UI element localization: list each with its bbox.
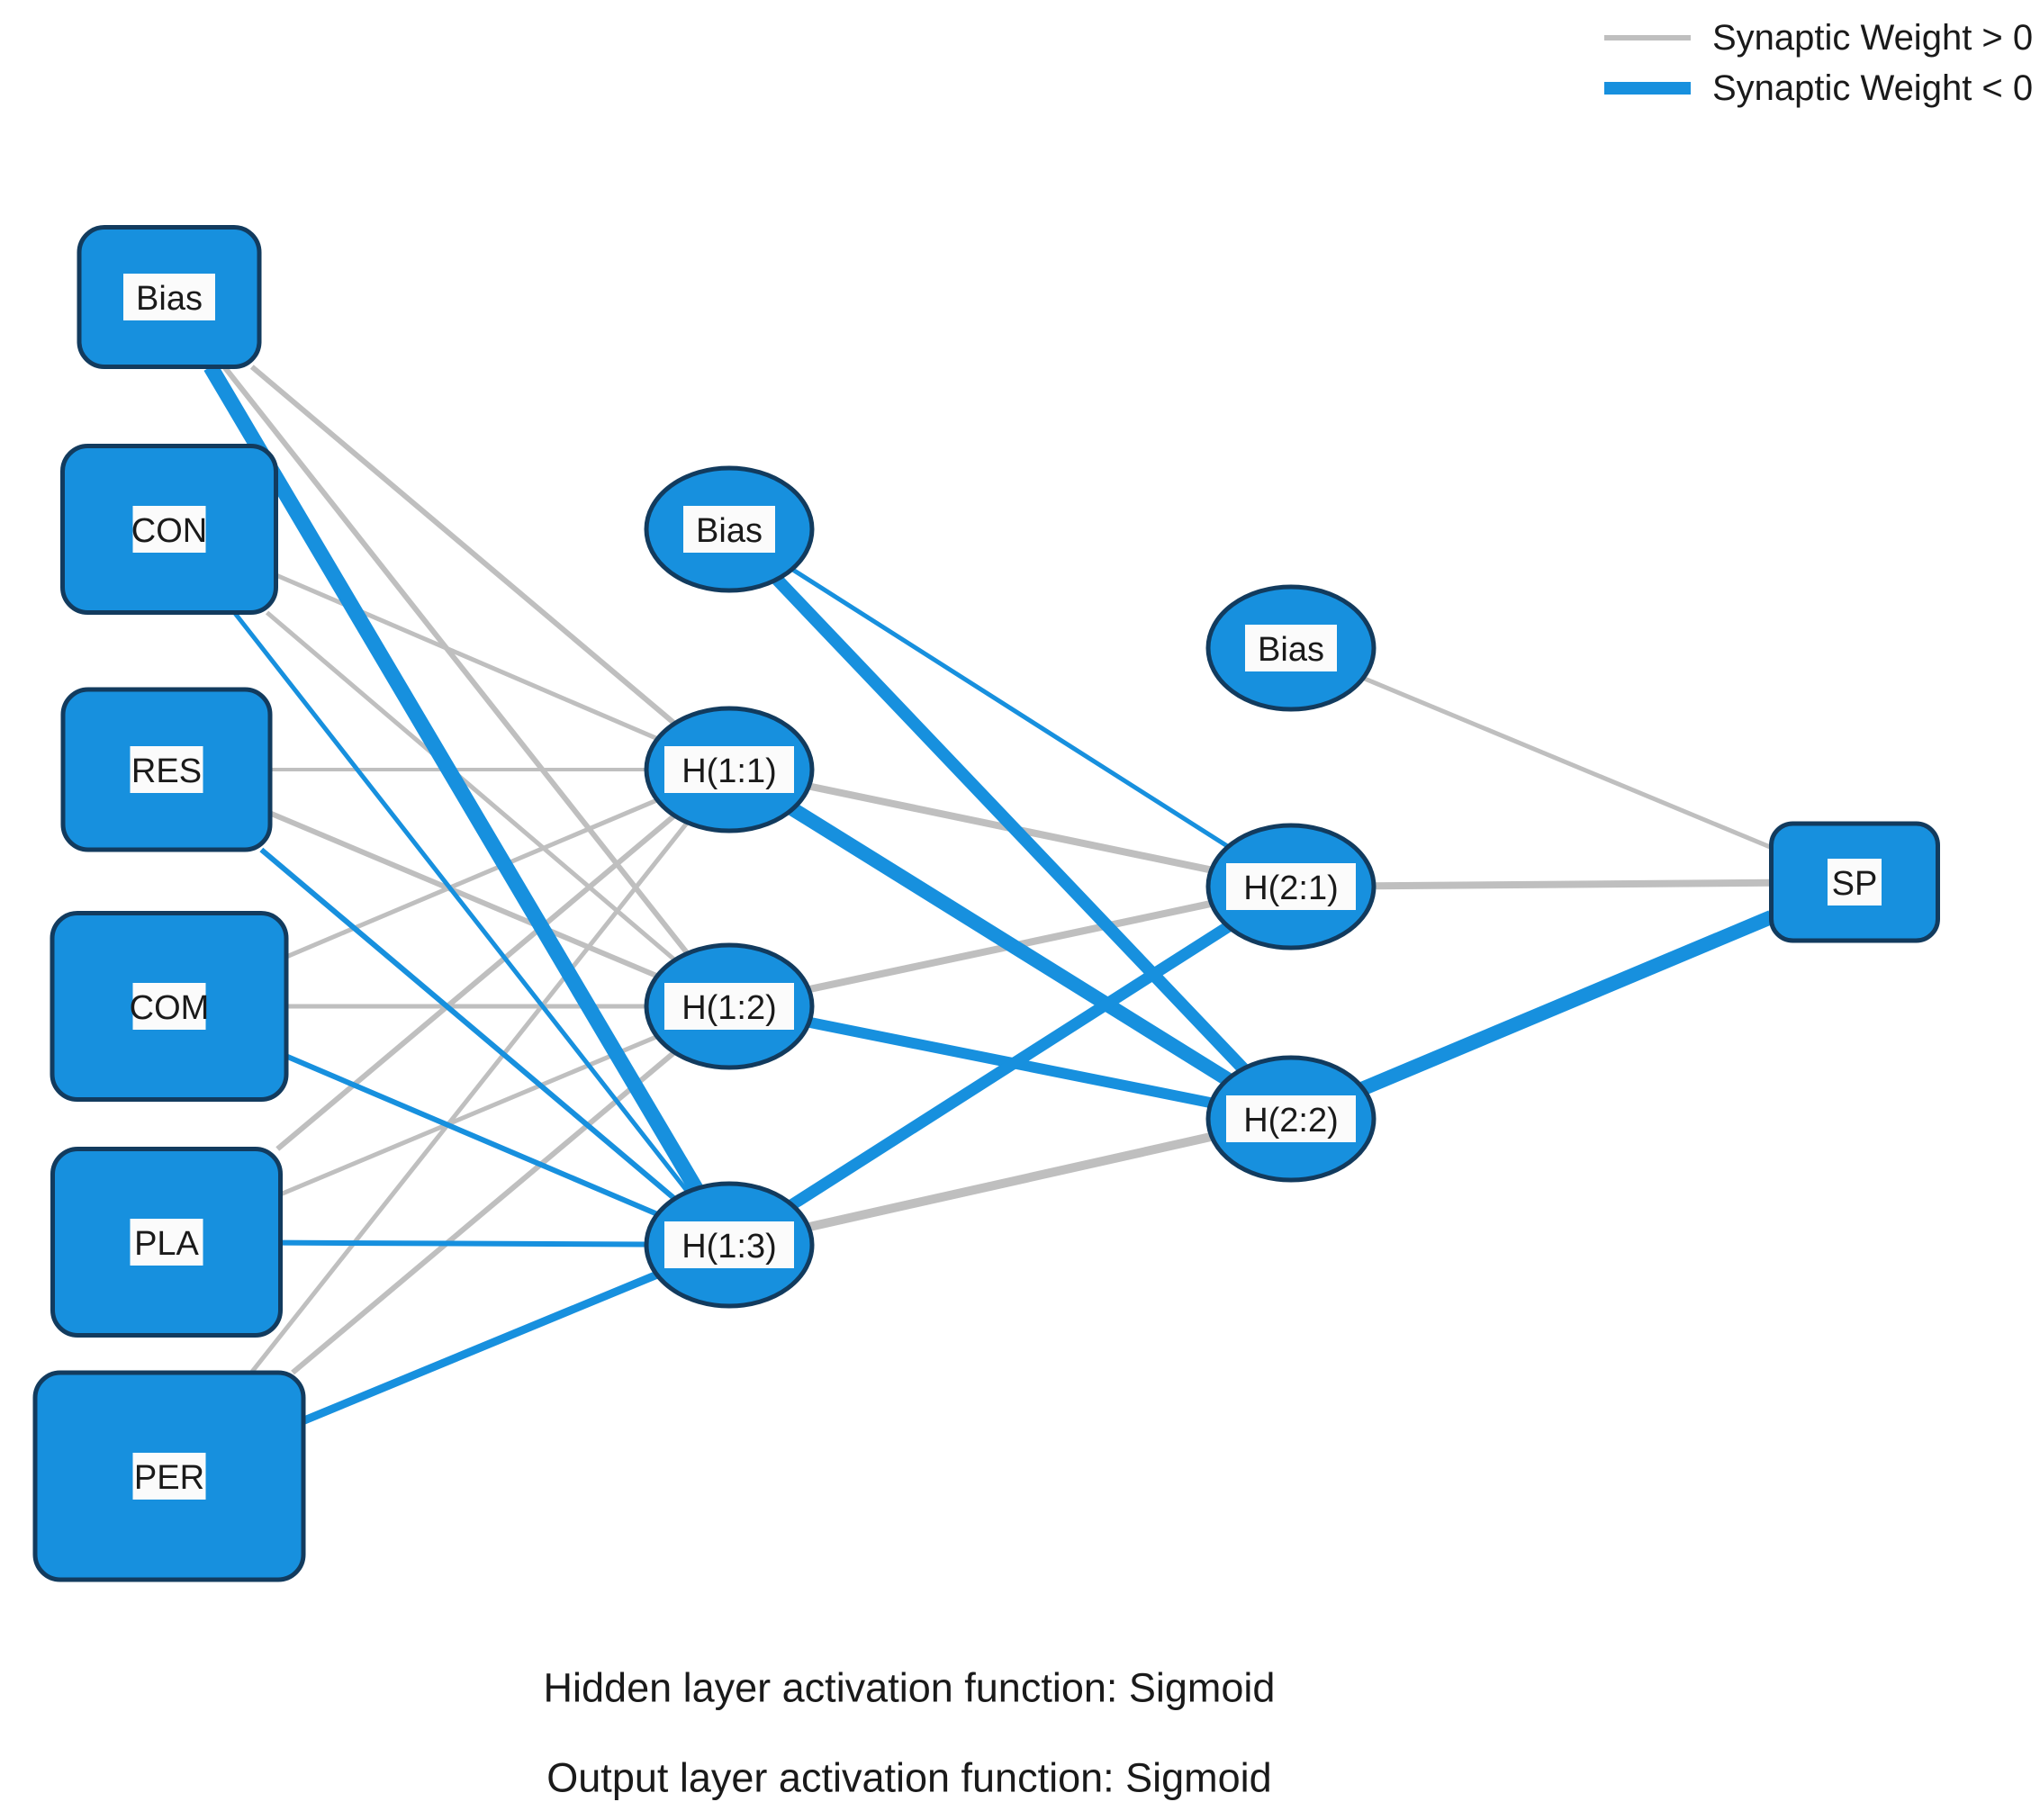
- node-h1_1[interactable]: H(1:1): [644, 706, 815, 833]
- node-label-background: [664, 1221, 794, 1268]
- node-label: H(2:2): [1243, 1102, 1339, 1140]
- node-label: CON: [131, 512, 207, 550]
- legend: Synaptic Weight > 0 Synaptic Weight < 0: [1604, 18, 2033, 108]
- node-in_per[interactable]: PER: [32, 1370, 306, 1582]
- node-h2_bias[interactable]: Bias: [1205, 584, 1377, 712]
- node-label-background: [1226, 1095, 1356, 1142]
- edge-in_con-to-h1_3: [232, 610, 690, 1194]
- edge-h1_1-to-h2_2: [789, 802, 1232, 1086]
- edge-in_com-to-h1_1: [285, 797, 659, 960]
- caption-line-1: Output layer activation function: Sigmoi…: [546, 1755, 1271, 1801]
- node-label: Bias: [696, 512, 763, 550]
- edge-in_pla-to-h1_1: [275, 813, 677, 1151]
- node-in_com[interactable]: COM: [50, 911, 289, 1102]
- legend-item-0: Synaptic Weight > 0: [1604, 18, 2033, 58]
- node-label: H(1:2): [682, 989, 777, 1027]
- node-h1_bias[interactable]: Bias: [644, 465, 815, 593]
- node-label: H(1:1): [682, 752, 777, 790]
- node-label-background: [132, 506, 206, 553]
- edge-h2_bias-to-out_sp: [1362, 676, 1773, 850]
- edge-in_per-to-h1_2: [291, 1050, 677, 1375]
- captions: Hidden layer activation function: Sigmoi…: [544, 1665, 1276, 1801]
- edge-in_res-to-h1_2: [268, 810, 659, 979]
- node-label: PLA: [134, 1225, 199, 1263]
- node-label: COM: [130, 989, 210, 1027]
- edges-group: [203, 363, 1774, 1425]
- legend-label: Synaptic Weight > 0: [1712, 18, 2033, 58]
- edge-in_pla-to-h1_2: [279, 1034, 658, 1197]
- node-label-background: [130, 1219, 203, 1266]
- edge-h2_2-to-out_sp: [1359, 910, 1774, 1095]
- node-label: H(1:3): [682, 1228, 777, 1266]
- edge-in_con-to-h1_1: [275, 572, 659, 742]
- edge-in_pla-to-h1_3: [280, 1239, 647, 1248]
- node-in_bias[interactable]: Bias: [77, 225, 262, 369]
- edge-h1_3-to-h2_2: [807, 1131, 1214, 1232]
- edge-in_bias-to-h1_3: [203, 363, 703, 1194]
- edge-h1_bias-to-h2_2: [772, 574, 1249, 1074]
- edge-in_con-to-h1_2: [265, 610, 677, 962]
- edge-h1_bias-to-h2_1: [790, 567, 1230, 849]
- node-h1_3[interactable]: H(1:3): [644, 1181, 815, 1309]
- node-label: Bias: [1258, 631, 1324, 669]
- node-in_con[interactable]: CON: [60, 444, 278, 615]
- edge-in_per-to-h1_3: [302, 1271, 659, 1425]
- node-label: SP: [1832, 865, 1878, 903]
- edge-in_res-to-h1_3: [259, 847, 677, 1202]
- node-label-background: [132, 983, 206, 1030]
- node-label-background: [683, 506, 775, 553]
- node-label-background: [664, 983, 794, 1030]
- edge-in_bias-to-h1_2: [221, 365, 690, 956]
- edge-in_per-to-h1_1: [249, 821, 690, 1374]
- node-label-background: [664, 746, 794, 793]
- node-h2_1[interactable]: H(2:1): [1205, 823, 1377, 951]
- node-label: Bias: [136, 280, 203, 318]
- edge-h2_1-to-out_sp: [1373, 878, 1772, 890]
- node-label-background: [130, 746, 203, 793]
- caption-line-0: Hidden layer activation function: Sigmoi…: [544, 1665, 1276, 1711]
- node-label: PER: [134, 1459, 204, 1497]
- node-label-background: [1226, 863, 1356, 910]
- nodes-group: BiasCONRESCOMPLAPERBiasH(1:1)H(1:2)H(1:3…: [32, 225, 1940, 1582]
- legend-item-1: Synaptic Weight < 0: [1604, 68, 2033, 108]
- node-label: H(2:1): [1243, 869, 1339, 907]
- node-h1_2[interactable]: H(1:2): [644, 942, 815, 1070]
- node-label-background: [132, 1453, 206, 1500]
- node-label-background: [1828, 859, 1882, 905]
- node-out_sp[interactable]: SP: [1769, 821, 1940, 943]
- node-in_pla[interactable]: PLA: [50, 1147, 283, 1338]
- node-label: RES: [131, 752, 202, 790]
- node-in_res[interactable]: RES: [60, 687, 273, 852]
- edge-in_bias-to-h1_1: [249, 365, 677, 726]
- node-label-background: [123, 274, 215, 320]
- edge-in_com-to-h1_3: [284, 1053, 659, 1217]
- edge-h1_3-to-h2_1: [789, 921, 1232, 1211]
- legend-label: Synaptic Weight < 0: [1712, 68, 2033, 108]
- node-label-background: [1245, 625, 1337, 671]
- node-h2_2[interactable]: H(2:2): [1205, 1055, 1377, 1183]
